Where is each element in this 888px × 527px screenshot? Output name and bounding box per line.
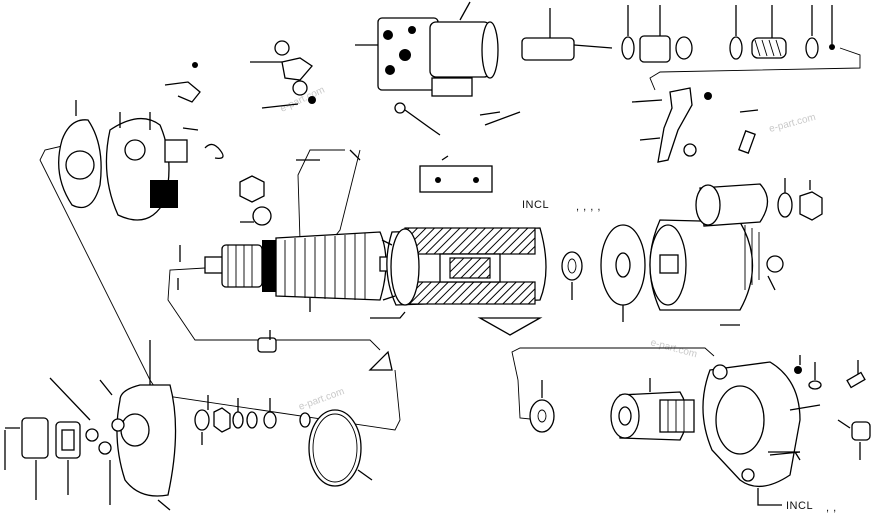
- bracket-fasteners: [768, 355, 871, 460]
- thrust-washer: [561, 251, 583, 300]
- o-ring: [308, 409, 373, 487]
- assembly-path-right: [511, 347, 715, 381]
- contact-strip: [419, 111, 501, 193]
- incl-label: INCL: [786, 500, 813, 512]
- connection-lead: [394, 102, 521, 136]
- incl-marks: , ,: [826, 502, 837, 514]
- watermark: e-part.com: [297, 386, 346, 413]
- drive-end-cover: [111, 340, 177, 511]
- frame-warning-triangle: [477, 317, 543, 336]
- plunger-spring-set: [621, 5, 835, 63]
- pinion-drive: [610, 378, 695, 441]
- incl-label: INCL: [522, 199, 549, 211]
- watermark: e-part.com: [649, 337, 698, 360]
- spacer-washer: [529, 380, 555, 433]
- armature: [204, 231, 401, 312]
- incl-marks: , , , ,: [576, 201, 601, 213]
- gasket-plate: [58, 100, 102, 209]
- bushing: [257, 337, 277, 353]
- brush-plate-assembly: [105, 62, 224, 221]
- front-bracket: [702, 361, 821, 506]
- drive-housing: [649, 183, 769, 326]
- solenoid-plunger: [521, 8, 613, 61]
- field-frame-housing: [370, 227, 547, 319]
- assembly-path-top: [649, 47, 861, 91]
- watermark: e-part.com: [768, 112, 817, 135]
- gear-cover-plate: [600, 224, 646, 322]
- housing-washers: [766, 178, 823, 291]
- assembly-path-middle: [167, 267, 381, 351]
- brush-holder-hardware: [250, 40, 378, 109]
- solenoid-switch: [377, 1, 499, 97]
- warning-triangle: [368, 350, 393, 371]
- shift-lever: [631, 87, 759, 163]
- thru-bolt-nut: [239, 175, 272, 226]
- washer-stack: [194, 395, 311, 445]
- leader-lines: [177, 149, 361, 340]
- cover-gasket-set: [4, 377, 113, 505]
